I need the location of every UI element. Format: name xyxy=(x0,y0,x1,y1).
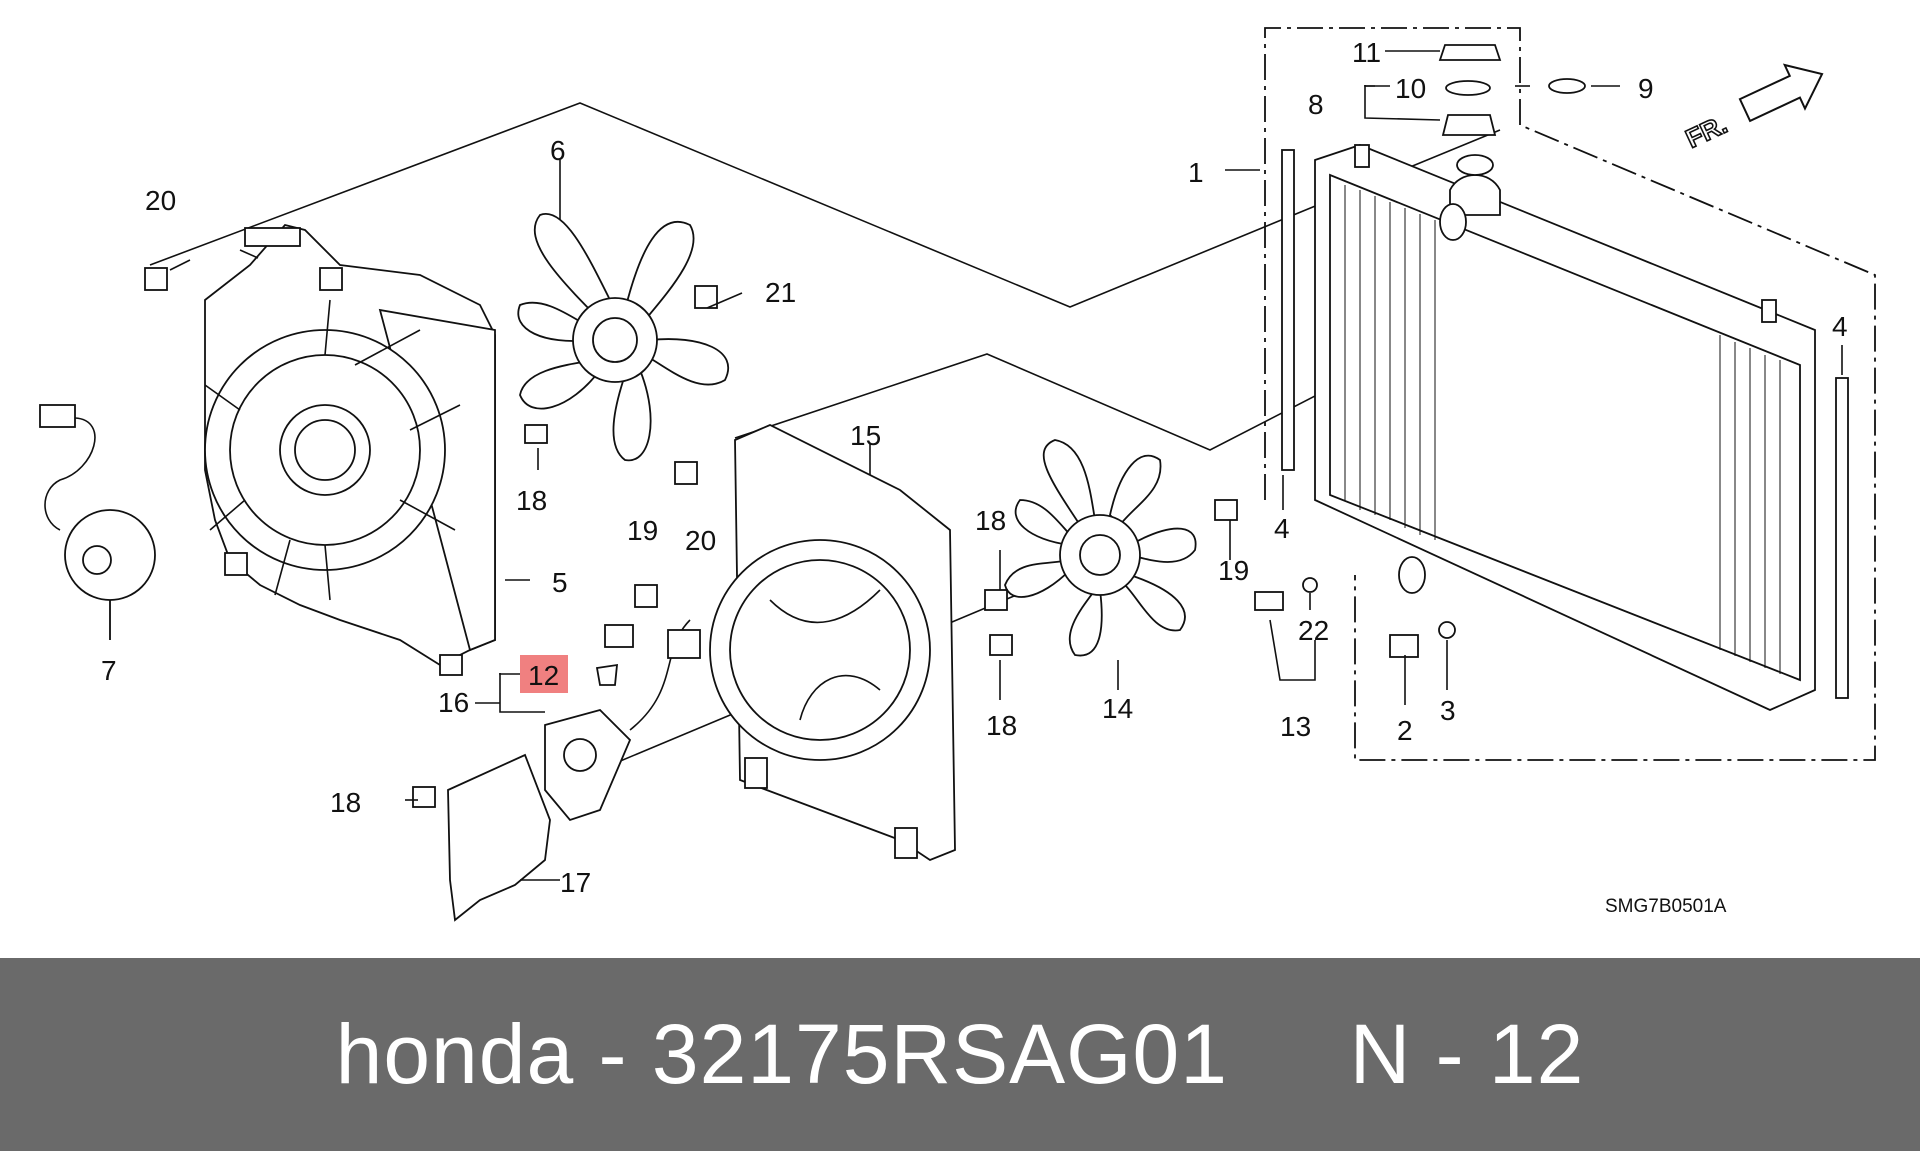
fan-shroud-assembly xyxy=(204,223,496,676)
callout-5: 5 xyxy=(552,567,568,598)
leader-lines xyxy=(109,50,1843,881)
callout-19-b: 19 xyxy=(1218,555,1249,586)
fasteners xyxy=(144,267,1456,808)
callout-1: 1 xyxy=(1188,157,1204,188)
cover-17 xyxy=(447,753,551,922)
seal-left xyxy=(1281,149,1295,471)
callout-10: 10 xyxy=(1395,73,1426,104)
front-arrow-label: FR. xyxy=(1681,109,1732,154)
seal-right xyxy=(1835,377,1849,699)
callout-13: 13 xyxy=(1280,711,1311,742)
callout-2: 2 xyxy=(1397,715,1413,746)
drawing-code: SMG7B0501A xyxy=(1605,896,1727,917)
callout-18-a: 18 xyxy=(516,485,547,516)
callout-18-b: 18 xyxy=(330,787,361,818)
callout-20-b: 20 xyxy=(685,525,716,556)
radiator xyxy=(1314,144,1816,711)
callout-12: 12 xyxy=(528,660,559,691)
fan-motor-7 xyxy=(39,404,156,640)
callout-22: 22 xyxy=(1298,615,1329,646)
callout-18-d: 18 xyxy=(986,710,1017,741)
cooling-fan-14 xyxy=(1004,439,1197,657)
callout-15: 15 xyxy=(850,420,881,451)
callout-3: 3 xyxy=(1440,695,1456,726)
highlight-box xyxy=(520,655,568,693)
callout-4-left: 4 xyxy=(1274,513,1290,544)
callout-16: 16 xyxy=(438,687,469,718)
caption-bar: honda - 32175RSAG01 N - 12 xyxy=(0,958,1920,1151)
callout-18-c: 18 xyxy=(975,505,1006,536)
callout-8: 8 xyxy=(1308,89,1324,120)
callout-17: 17 xyxy=(560,867,591,898)
callout-9: 9 xyxy=(1638,73,1654,104)
radiator-cap-parts xyxy=(1438,44,1586,136)
callout-19-a: 19 xyxy=(627,515,658,546)
callout-4-right: 4 xyxy=(1832,311,1848,342)
caption-text: honda - 32175RSAG01 N - 12 xyxy=(335,1007,1585,1101)
callout-6: 6 xyxy=(550,135,566,166)
cooling-fan-6 xyxy=(517,212,730,462)
callout-labels: 1 2 3 4 4 5 6 7 8 9 10 11 12 13 14 15 16… xyxy=(101,37,1848,898)
fan-shroud-15 xyxy=(709,424,956,862)
callout-14: 14 xyxy=(1102,693,1133,724)
callout-7: 7 xyxy=(101,655,117,686)
callout-11: 11 xyxy=(1352,37,1381,68)
callout-21: 21 xyxy=(765,277,796,308)
callout-20-a: 20 xyxy=(145,185,176,216)
parts-diagram: 1 2 3 4 4 5 6 7 8 9 10 11 12 13 14 15 16… xyxy=(39,27,1876,922)
fan-motor-16 xyxy=(544,619,701,822)
radiator-group-box xyxy=(1264,27,1876,761)
front-direction-arrow: FR. xyxy=(1680,63,1824,155)
